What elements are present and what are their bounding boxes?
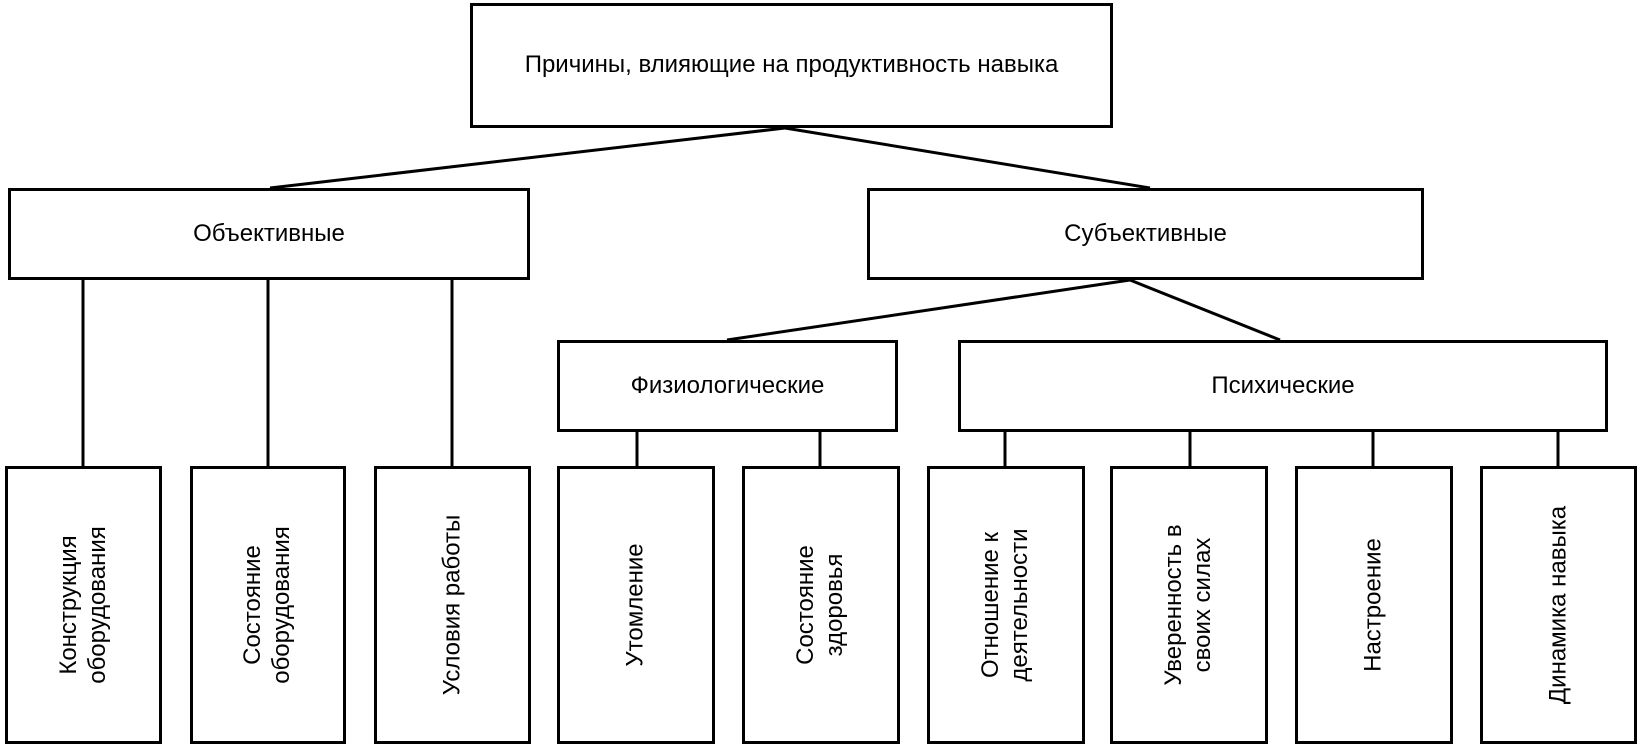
- leaf-attitude: Отношение к деятельности: [927, 466, 1085, 744]
- physiological-label: Физиологические: [630, 371, 825, 399]
- leaf-attitude-label: Отношение к деятельности: [977, 528, 1033, 682]
- leaf-mood-label: Настроение: [1359, 538, 1387, 672]
- objective-node: Объективные: [8, 188, 530, 280]
- leaf-fatigue-label: Утомление: [621, 543, 649, 667]
- subjective-label: Субъективные: [1064, 219, 1227, 247]
- leaf-mood: Настроение: [1295, 466, 1453, 744]
- leaf-equipment-condition: Состояние оборудования: [190, 466, 346, 744]
- leaf-equipment-condition-label: Состояние оборудования: [239, 526, 295, 684]
- mental-node: Психические: [958, 340, 1608, 432]
- physiological-node: Физиологические: [557, 340, 898, 432]
- connector-subjective-mental: [1129, 278, 1281, 342]
- connector-root-subjective: [784, 126, 1151, 190]
- leaf-health-condition: Состояние здоровья: [742, 466, 900, 744]
- leaf-self-confidence: Уверенность в своих силах: [1110, 466, 1268, 744]
- leaf-equipment-design: Конструкция оборудования: [5, 466, 162, 744]
- leaf-health-condition-label: Состояние здоровья: [792, 545, 848, 665]
- leaf-skill-dynamics: Динамика навыка: [1480, 466, 1637, 744]
- leaf-work-conditions-label: Условия работы: [438, 514, 466, 696]
- subjective-node: Субъективные: [867, 188, 1424, 280]
- leaf-work-conditions: Условия работы: [374, 466, 531, 744]
- objective-label: Объективные: [193, 219, 345, 247]
- leaf-self-confidence-label: Уверенность в своих силах: [1160, 524, 1216, 686]
- connector-root-objective: [269, 126, 786, 190]
- leaf-skill-dynamics-label: Динамика навыка: [1544, 505, 1572, 705]
- root-node: Причины, влияющие на продуктивность навы…: [470, 3, 1113, 128]
- leaf-equipment-design-label: Конструкция оборудования: [54, 526, 111, 684]
- leaf-fatigue: Утомление: [557, 466, 715, 744]
- connector-subjective-physiological: [726, 278, 1131, 342]
- mental-label: Психические: [1211, 371, 1355, 399]
- root-label: Причины, влияющие на продуктивность навы…: [524, 51, 1059, 79]
